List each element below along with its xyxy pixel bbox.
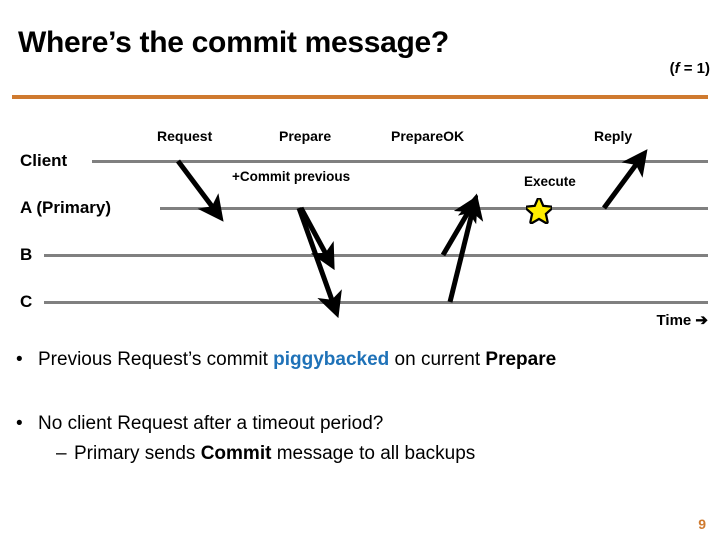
annotation-execute: Execute bbox=[524, 174, 576, 189]
bullet-item-2: • No client Request after a timeout perio… bbox=[16, 412, 383, 436]
bullet-item-1: • Previous Request’s commit piggybacked o… bbox=[16, 348, 556, 372]
text-run: Commit bbox=[200, 443, 272, 464]
text-run: Previous Request’s commit bbox=[38, 349, 274, 370]
message-label-prepareok: PrepareOK bbox=[391, 128, 465, 144]
prepareok-from-c-arrow bbox=[447, 193, 484, 303]
protocol-timeline-diagram: Client A (Primary) B C Request Prepare P… bbox=[0, 110, 720, 325]
message-label-prepare: Prepare bbox=[279, 128, 332, 144]
sub-bullet-item: –Primary sends Commit message to all bac… bbox=[56, 442, 475, 466]
time-axis-label: Time ➔ bbox=[656, 312, 708, 329]
sub-bullet-marker: – bbox=[56, 443, 67, 464]
f-annotation-variable: f bbox=[674, 60, 680, 77]
f-annotation-prefix: ( bbox=[669, 60, 675, 77]
text-run: No client Request after a timeout period… bbox=[38, 413, 384, 434]
f-annotation-suffix: = 1) bbox=[679, 60, 710, 77]
timeline-a-primary bbox=[160, 207, 708, 210]
timeline-b bbox=[44, 254, 708, 257]
timeline-c bbox=[44, 301, 708, 304]
bullet-text: Previous Request’s commit piggybacked on… bbox=[38, 349, 556, 370]
text-run: Primary sends bbox=[74, 443, 201, 464]
role-label-b: B bbox=[20, 245, 33, 264]
message-label-reply: Reply bbox=[594, 128, 633, 144]
page-title: Where’s the commit message? bbox=[18, 26, 449, 59]
text-run: Prepare bbox=[485, 349, 557, 370]
text-run: piggybacked bbox=[273, 349, 390, 370]
bullet-marker: • bbox=[16, 349, 23, 370]
timeline-client bbox=[92, 160, 708, 163]
role-label-c: C bbox=[20, 292, 33, 311]
bullet-marker: • bbox=[16, 413, 23, 434]
bullet-text: No client Request after a timeout period… bbox=[38, 413, 383, 434]
message-arrows bbox=[176, 149, 648, 319]
page-number: 9 bbox=[698, 516, 706, 532]
text-run: on current bbox=[389, 349, 486, 370]
reply-arrow bbox=[601, 149, 648, 210]
request-arrow bbox=[176, 159, 224, 222]
role-label-a-primary: A (Primary) bbox=[20, 198, 112, 217]
message-label-request: Request bbox=[157, 128, 213, 144]
fault-tolerance-annotation: (f = 1) bbox=[670, 60, 710, 77]
text-run: message to all backups bbox=[271, 443, 476, 464]
annotation-commit-previous: +Commit previous bbox=[232, 169, 351, 184]
prepare-to-c-arrow bbox=[296, 207, 342, 319]
sub-bullet-text: Primary sends Commit message to all back… bbox=[74, 443, 475, 464]
title-divider bbox=[12, 95, 708, 99]
execute-star-icon bbox=[524, 196, 554, 229]
role-label-client: Client bbox=[20, 151, 68, 170]
prepare-to-b-arrow bbox=[298, 206, 335, 271]
